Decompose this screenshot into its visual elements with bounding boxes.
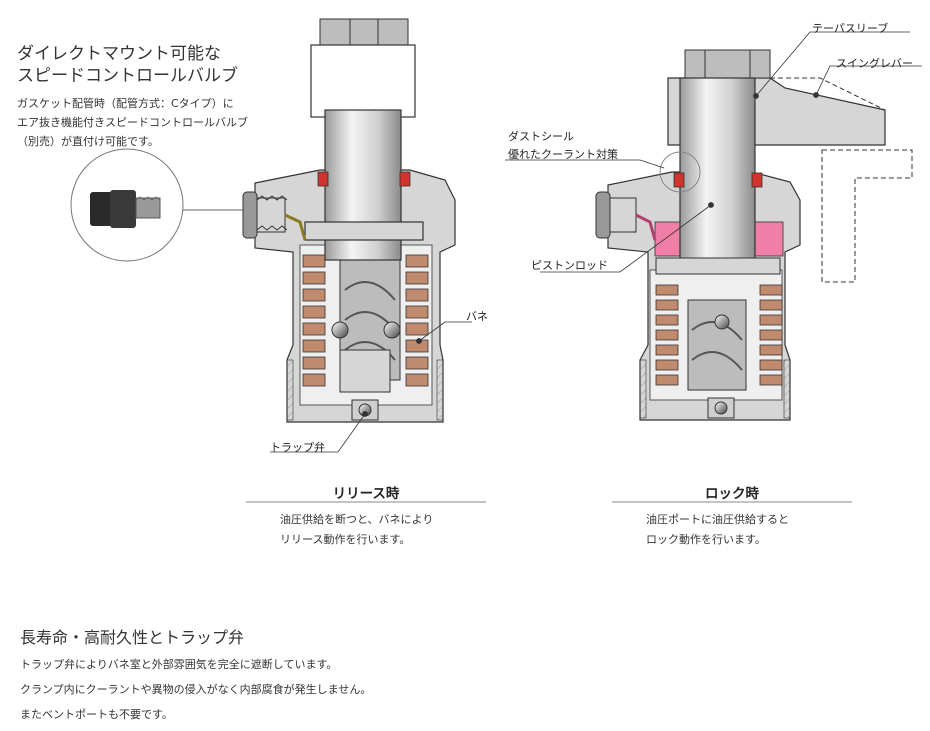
- label-taper-sleeve: テーパスリーブ: [812, 22, 889, 35]
- release-line-1: 油圧供給を断つと、バネにより: [280, 513, 434, 526]
- label-trap-valve: トラップ弁: [270, 441, 325, 454]
- label-dust-seal-line-2: 優れたクーラント対策: [508, 148, 618, 161]
- spring-left-stack-lock: [655, 284, 679, 386]
- speed-control-valve-inset: [70, 148, 243, 262]
- leader-lines: [270, 31, 922, 453]
- label-dust-seal-line-1: ダストシール: [508, 130, 574, 143]
- heading: ダイレクトマウント可能な スピードコントロールバルブ: [17, 43, 238, 87]
- intro-line-1: ガスケット配管時（配管方式：Cタイプ）に: [17, 97, 234, 110]
- heading-line-1: ダイレクトマウント可能な: [17, 44, 221, 64]
- lock-diagram: [595, 49, 913, 421]
- label-swing-lever: スイングレバー: [836, 57, 913, 70]
- spring-right-stack: [405, 254, 429, 387]
- lock-description: 油圧ポートに油圧供給すると ロック動作を行います。: [646, 510, 789, 550]
- spring-right-stack-lock: [759, 284, 783, 386]
- release-description: 油圧供給を断つと、バネにより リリース動作を行います。: [280, 510, 433, 550]
- label-spring: バネ: [466, 310, 488, 323]
- section-title: 長寿命・高耐久性とトラップ弁: [20, 628, 245, 647]
- lock-line-1: 油圧ポートに油圧供給すると: [646, 513, 789, 526]
- lock-title: ロック時: [705, 486, 759, 502]
- section-line-2: クランプ内にクーラントや異物の侵入がなく内部腐食が発生しません。: [20, 683, 372, 696]
- intro-line-2: エア抜き機能付きスピードコントロールバルブ: [17, 116, 248, 129]
- intro-line-3: （別売）が直付け可能です。: [17, 135, 159, 148]
- label-piston-rod: ピストンロッド: [531, 259, 608, 272]
- section-description: トラップ弁によりバネ室と外部雰囲気を完全に遮断しています。 クランプ内にクーラン…: [20, 652, 371, 727]
- section-line-3: またベントポートも不要です。: [20, 708, 173, 721]
- heading-line-2: スピードコントロールバルブ: [17, 66, 238, 86]
- label-dust-seal: ダストシール 優れたクーラント対策: [508, 128, 618, 164]
- release-title: リリース時: [332, 486, 400, 502]
- section-line-1: トラップ弁によりバネ室と外部雰囲気を完全に遮断しています。: [20, 658, 338, 671]
- intro-text: ガスケット配管時（配管方式：Cタイプ）に エア抜き機能付きスピードコントロールバ…: [17, 94, 248, 151]
- spring-left-stack: [302, 254, 326, 387]
- release-line-2: リリース動作を行います。: [280, 533, 411, 546]
- lock-line-2: ロック動作を行います。: [646, 533, 766, 546]
- release-diagram: [242, 18, 456, 423]
